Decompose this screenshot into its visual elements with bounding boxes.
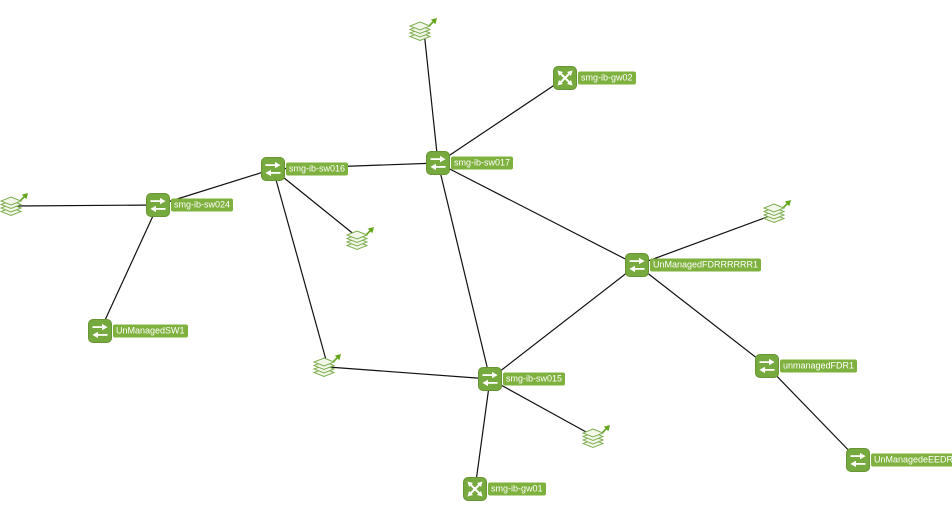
link-smg-ib-sw024--stack-left[interactable]	[14, 204, 159, 207]
link-stack-top--smg-ib-sw017[interactable]	[423, 30, 439, 164]
link-UnManagedFDRRRRRR1--unmanagedFDR1[interactable]	[636, 264, 768, 367]
node-stack-bottom[interactable]	[582, 423, 612, 453]
stack-icon	[582, 425, 610, 449]
node-unmanagedFDR1[interactable]: unmanagedFDR1	[755, 354, 858, 378]
stack-icon	[313, 354, 341, 378]
node-smg-ib-sw017[interactable]: smg-ib-sw017	[426, 151, 514, 175]
node-smg-ib-sw016[interactable]: smg-ib-sw016	[261, 157, 349, 181]
link-smg-ib-gw02--smg-ib-sw017[interactable]	[437, 77, 566, 164]
node-label: UnManagedeEEDR	[871, 453, 952, 467]
node-label: smg-ib-gw02	[578, 71, 636, 85]
node-label: unmanagedFDR1	[780, 359, 858, 373]
link-unmanagedFDR1--UnManagedeEEDR[interactable]	[766, 365, 859, 461]
link-smg-ib-sw017--smg-ib-sw015[interactable]	[437, 162, 491, 380]
switch-icon	[846, 448, 870, 472]
node-UnManagedeEEDR[interactable]: UnManagedeEEDR	[846, 448, 952, 472]
link-smg-ib-sw024--UnManagedSW1[interactable]	[99, 204, 159, 332]
node-stack-right[interactable]	[763, 198, 793, 228]
node-stack-mid-lower[interactable]	[313, 352, 343, 382]
link-smg-ib-sw016--stack-mid-lower[interactable]	[272, 168, 329, 368]
node-smg-ib-gw02[interactable]: smg-ib-gw02	[553, 66, 636, 90]
link-smg-ib-sw016--stack-mid-upper[interactable]	[272, 168, 362, 241]
node-label: smg-ib-sw016	[286, 162, 349, 176]
stack-icon	[763, 200, 791, 224]
node-label: smg-ib-sw024	[171, 198, 234, 212]
link-smg-ib-sw015--smg-ib-gw01[interactable]	[474, 378, 491, 490]
switch-icon	[88, 319, 112, 343]
node-label: UnManagedFDRRRRRR1	[650, 258, 762, 272]
gateway-icon	[463, 477, 487, 501]
switch-icon	[426, 151, 450, 175]
stack-icon	[409, 18, 437, 42]
node-UnManagedFDRRRRRR1[interactable]: UnManagedFDRRRRRR1	[625, 253, 762, 277]
link-UnManagedFDRRRRRR1--stack-right[interactable]	[636, 212, 779, 266]
node-stack-left[interactable]	[0, 191, 30, 221]
node-label: smg-ib-sw015	[503, 372, 566, 386]
link-smg-ib-sw017--UnManagedFDRRRRRR1[interactable]	[437, 162, 638, 266]
node-UnManagedSW1[interactable]: UnManagedSW1	[88, 319, 188, 343]
node-stack-top[interactable]	[409, 16, 439, 46]
node-stack-mid-upper[interactable]	[346, 225, 376, 255]
switch-icon	[625, 253, 649, 277]
node-smg-ib-gw01[interactable]: smg-ib-gw01	[463, 477, 546, 501]
stack-icon	[346, 227, 374, 251]
link-smg-ib-sw015--stack-bottom[interactable]	[489, 378, 598, 439]
node-label: smg-ib-sw017	[451, 156, 514, 170]
gateway-icon	[553, 66, 577, 90]
switch-icon	[755, 354, 779, 378]
node-label: smg-ib-gw01	[488, 482, 546, 496]
node-smg-ib-sw024[interactable]: smg-ib-sw024	[146, 193, 234, 217]
switch-icon	[146, 193, 170, 217]
node-smg-ib-sw015[interactable]: smg-ib-sw015	[478, 367, 566, 391]
stack-icon	[0, 193, 28, 217]
node-label: UnManagedSW1	[113, 324, 188, 338]
switch-icon	[261, 157, 285, 181]
link-UnManagedFDRRRRRR1--smg-ib-sw015[interactable]	[489, 264, 638, 380]
switch-icon	[478, 367, 502, 391]
link-smg-ib-sw015--stack-mid-lower[interactable]	[327, 366, 491, 380]
